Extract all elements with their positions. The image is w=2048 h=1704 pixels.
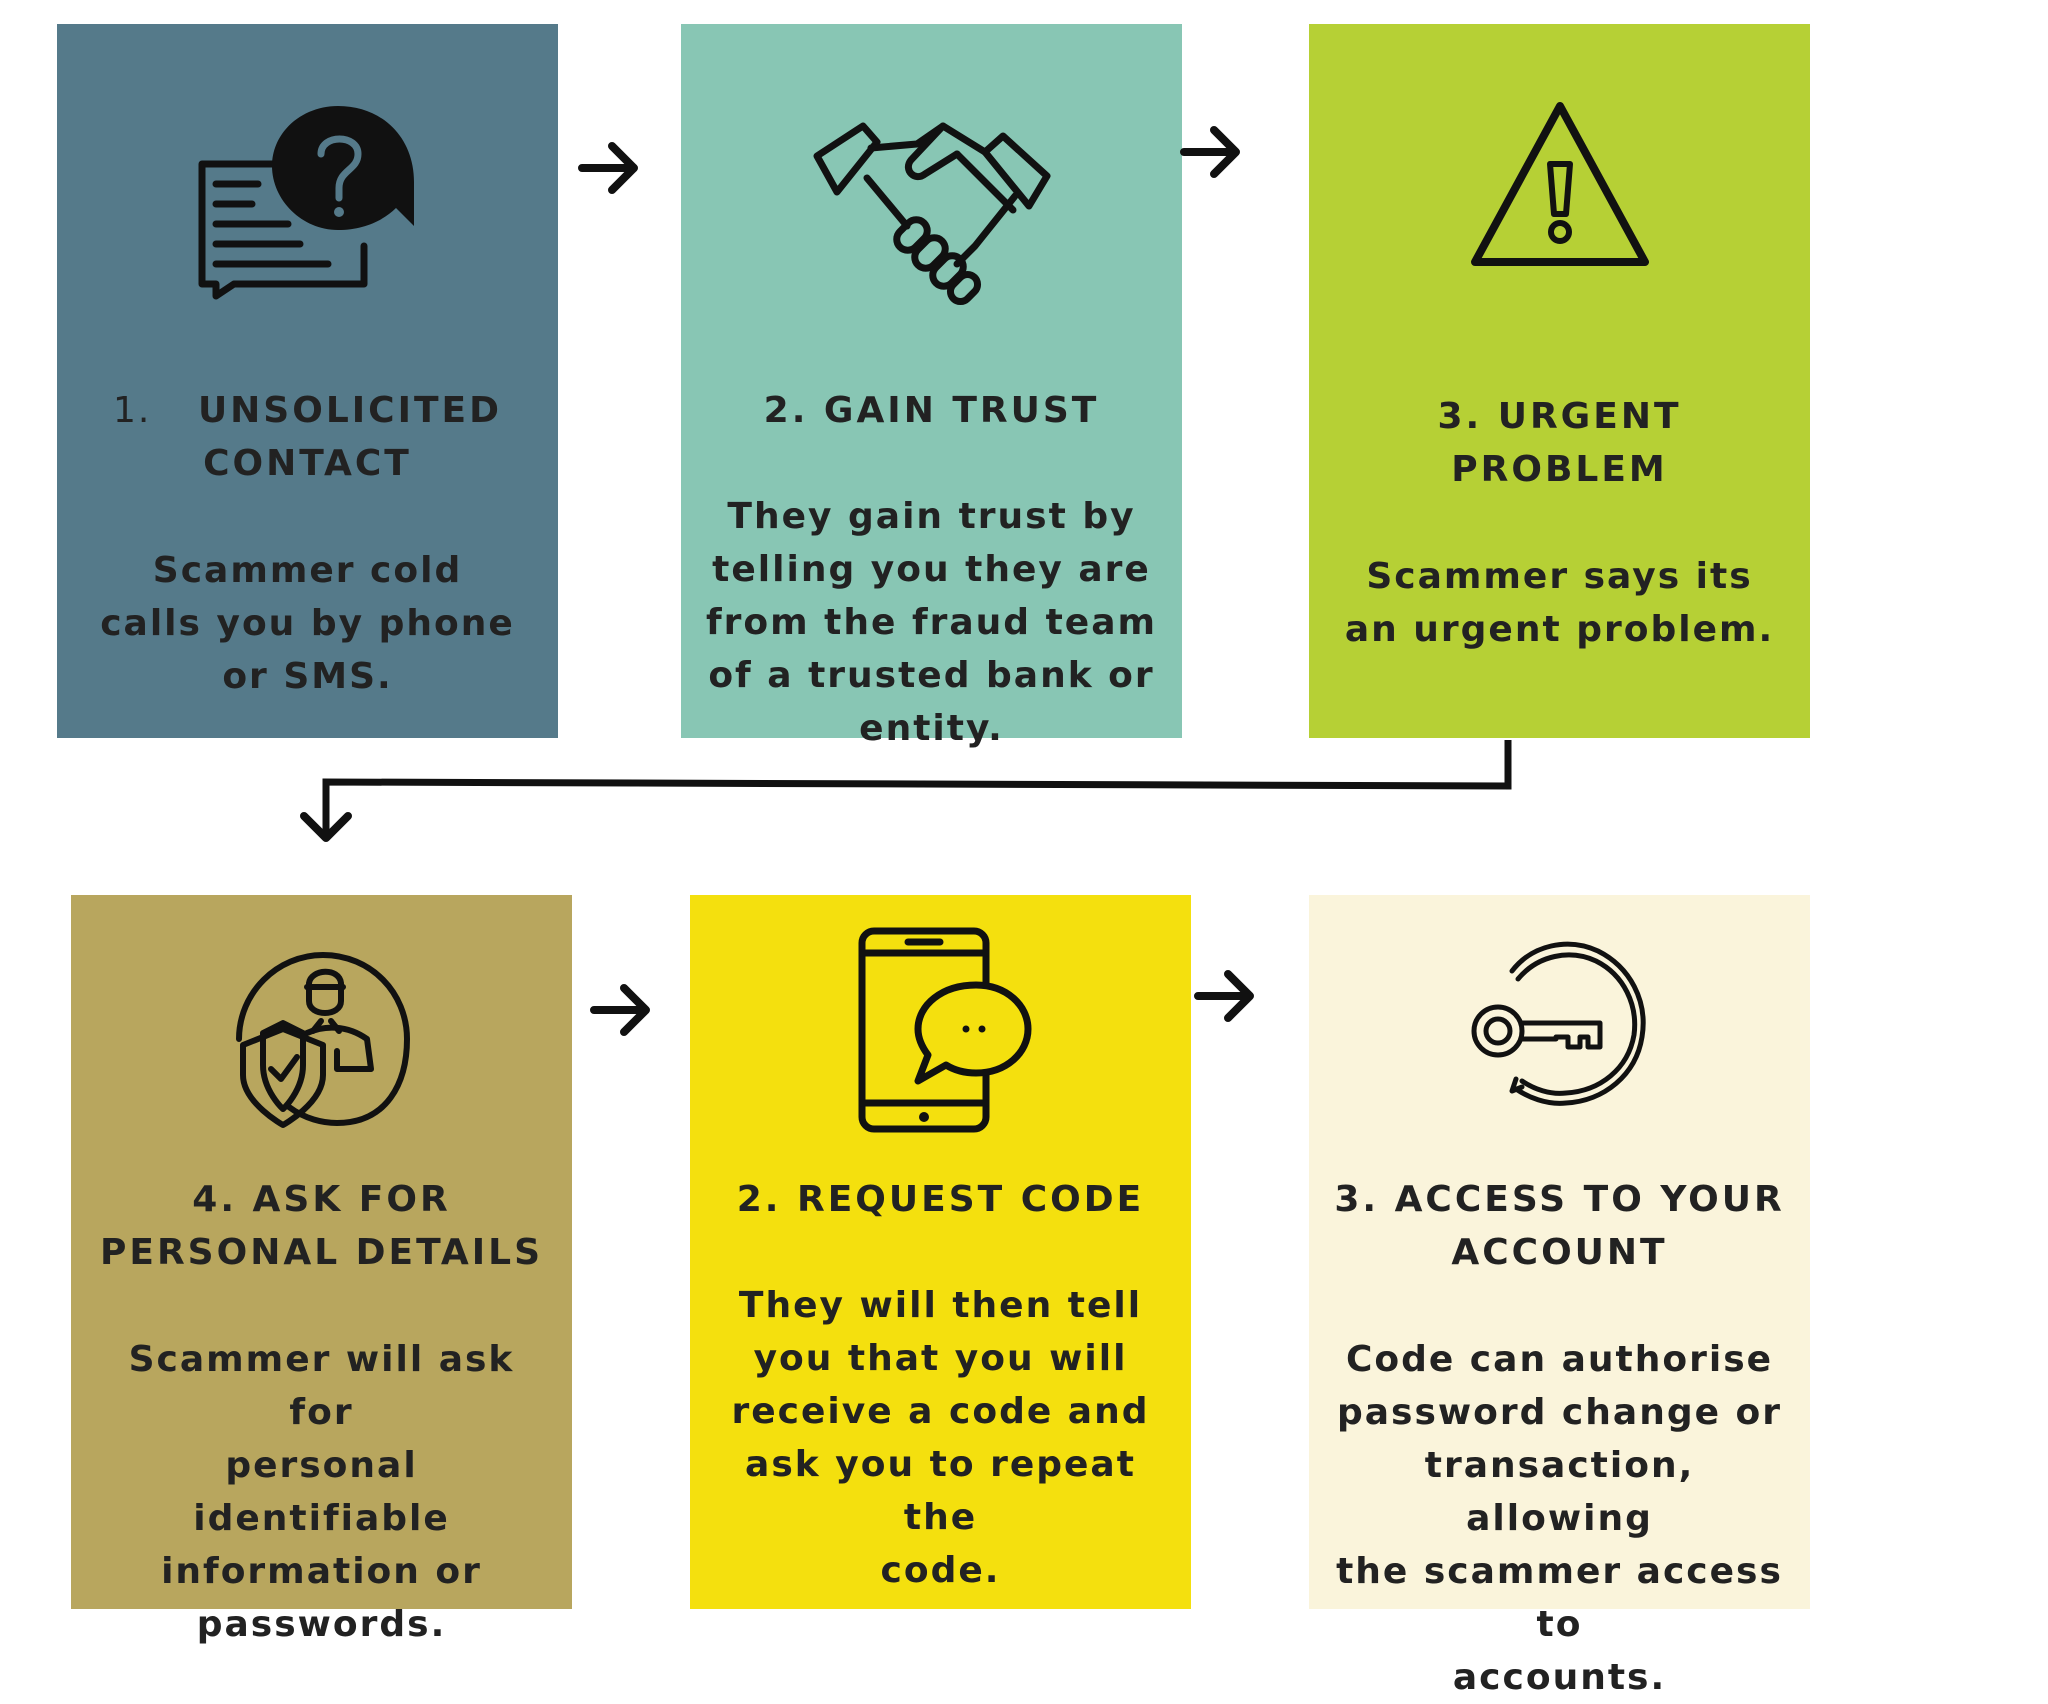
step-title: 3. ACCESS TO YOUR ACCOUNT bbox=[1334, 1179, 1785, 1273]
warning-triangle-icon bbox=[1470, 102, 1649, 266]
handshake-icon bbox=[813, 122, 1050, 306]
step-description: Scammer will ask for personal identifiab… bbox=[128, 1339, 515, 1645]
step-card-access-account: 3. ACCESS TO YOUR ACCOUNT Code can autho… bbox=[1309, 895, 1810, 1698]
step-title: 4. ASK FOR PERSONAL DETAILS bbox=[99, 1179, 544, 1273]
step-description: They will then tell you that you will re… bbox=[731, 1285, 1150, 1591]
step-description: They gain trust by telling you they are … bbox=[705, 496, 1158, 749]
step-title: 2. GAIN TRUST bbox=[763, 390, 1100, 431]
step-card-request-code: 2. REQUEST CODE They will then tell you … bbox=[690, 895, 1191, 1609]
step-card-unsolicited-contact: 1. UNSOLICITED CONTACT Scammer cold call… bbox=[57, 24, 558, 738]
step-description: Scammer says its an urgent problem. bbox=[1344, 556, 1775, 650]
step-title: 1. UNSOLICITED CONTACT bbox=[112, 390, 503, 484]
user-shield-icon bbox=[235, 952, 410, 1128]
arrow-right-icon bbox=[1194, 970, 1254, 1022]
chat-question-icon bbox=[198, 106, 414, 300]
arrow-right-icon bbox=[578, 142, 638, 194]
step-card-gain-trust: 2. GAIN TRUST They gain trust by telling… bbox=[681, 24, 1182, 749]
key-icon bbox=[1471, 941, 1646, 1106]
step-description: Code can authorise password change or tr… bbox=[1336, 1339, 1783, 1698]
connector-arrow bbox=[300, 740, 1512, 842]
arrow-right-icon bbox=[590, 984, 650, 1036]
step-card-urgent-problem: 3. URGENT PROBLEM Scammer says its an ur… bbox=[1309, 24, 1810, 738]
arrow-right-icon bbox=[1180, 126, 1240, 178]
step-title: 2. REQUEST CODE bbox=[736, 1179, 1145, 1220]
step-title: 3. URGENT PROBLEM bbox=[1437, 396, 1682, 490]
phone-message-icon bbox=[858, 927, 1031, 1133]
step-card-ask-personal-details: 4. ASK FOR PERSONAL DETAILS Scammer will… bbox=[71, 895, 572, 1645]
step-description: Scammer cold calls you by phone or SMS. bbox=[100, 550, 515, 697]
